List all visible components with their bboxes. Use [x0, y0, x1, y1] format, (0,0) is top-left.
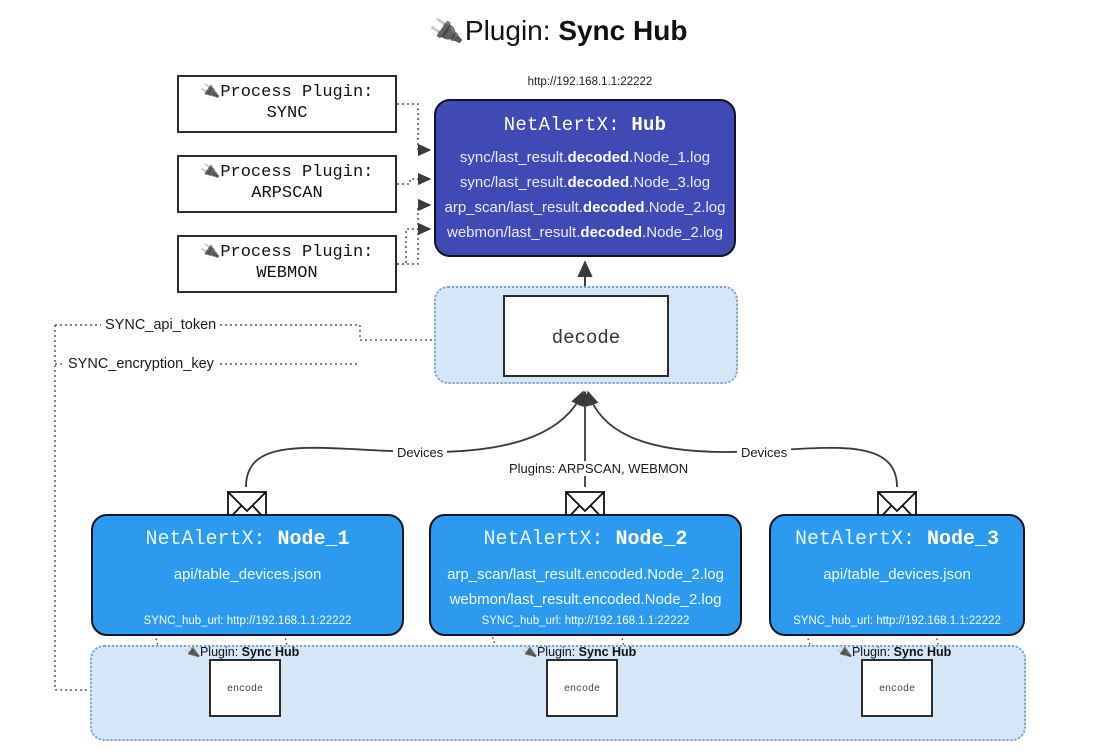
process-plugin-line1: 🔌Process Plugin: — [179, 82, 395, 102]
row-mid: decoded — [567, 149, 630, 166]
list-item: webmon/last_result.encoded.Node_2.log — [449, 591, 722, 608]
node-title-prefix: NetAlertX: — [794, 528, 927, 551]
row-post: .Node_2.log — [642, 224, 723, 241]
hub-title: NetAlertX: Hub — [436, 114, 734, 136]
sync-encryption-key-label: SYNC_encryption_key — [64, 356, 218, 372]
plug-icon: 🔌 — [199, 242, 221, 263]
node-title-name: Node_1 — [277, 528, 350, 551]
encode-caption-1: 🔌Plugin: Sync Hub — [183, 643, 300, 661]
caption-name: Sync Hub — [241, 645, 300, 659]
table-row: webmon/last_result.decoded.Node_2.log — [436, 220, 734, 245]
edge-label-devices-left: Devices — [393, 445, 448, 460]
plug-icon: 🔌 — [199, 82, 221, 103]
list-item: api/table_devices.json — [823, 566, 971, 583]
encode-box-3[interactable]: encode — [861, 659, 933, 717]
caption-name: Sync Hub — [578, 645, 637, 659]
process-plugin-line1: 🔌Process Plugin: — [179, 162, 395, 182]
process-plugin-line1: 🔌Process Plugin: — [179, 242, 395, 262]
row-pre: arp_scan/last_result. — [444, 199, 583, 216]
hub-title-prefix: NetAlertX: — [503, 114, 632, 136]
process-plugin-line2: SYNC — [266, 104, 308, 123]
node-3[interactable]: NetAlertX: Node_3 api/table_devices.json… — [769, 514, 1025, 636]
node-title-prefix: NetAlertX: — [145, 528, 278, 551]
plug-icon: 🔌 — [183, 643, 202, 661]
row-pre: sync/last_result. — [459, 149, 568, 166]
plug-icon: 🔌 — [427, 13, 465, 49]
node-footer: SYNC_hub_url: http://192.168.1.1:22222 — [481, 615, 690, 627]
hub-node[interactable]: NetAlertX: Hub sync/last_result.decoded.… — [434, 99, 736, 257]
row-post: .Node_3.log — [629, 174, 711, 191]
label: Process Plugin: — [220, 243, 374, 262]
caption-prefix: Plugin: — [199, 645, 242, 659]
sync-api-token-label: SYNC_api_token — [101, 317, 221, 333]
title-prefix: Plugin: — [464, 15, 559, 46]
encode-label: encode — [563, 684, 600, 695]
node-title-name: Node_3 — [927, 528, 1000, 551]
label: Process Plugin: — [220, 83, 374, 102]
edge-label-plugins: Plugins: ARPSCAN, WEBMON — [505, 461, 693, 476]
hub-rows: sync/last_result.decoded.Node_1.log sync… — [436, 145, 734, 245]
node-footer: SYNC_hub_url: http://192.168.1.1:22222 — [143, 615, 352, 627]
encode-box-1[interactable]: encode — [209, 659, 281, 717]
list-item: arp_scan/last_result.encoded.Node_2.log — [447, 566, 724, 583]
caption-name: Sync Hub — [893, 645, 952, 659]
encode-caption-3: 🔌Plugin: Sync Hub — [835, 643, 952, 661]
table-row: sync/last_result.decoded.Node_3.log — [436, 170, 734, 195]
process-plugin-arpscan[interactable]: 🔌Process Plugin: ARPSCAN — [177, 155, 397, 213]
row-mid: decoded — [567, 174, 630, 191]
list-item: api/table_devices.json — [173, 566, 322, 583]
encode-box-2[interactable]: encode — [546, 659, 618, 717]
node-lines: api/table_devices.json — [93, 562, 402, 587]
decode-label: decode — [551, 327, 621, 349]
row-pre: webmon/last_result. — [447, 224, 581, 241]
table-row: sync/last_result.decoded.Node_1.log — [436, 145, 734, 170]
title-name: Sync Hub — [558, 15, 688, 46]
node-lines: api/table_devices.json — [771, 562, 1023, 587]
node-2[interactable]: NetAlertX: Node_2 arp_scan/last_result.e… — [429, 514, 742, 636]
node-lines: arp_scan/last_result.encoded.Node_2.log … — [431, 562, 740, 612]
encode-label: encode — [226, 684, 263, 695]
node-title-name: Node_2 — [615, 528, 688, 551]
node-footer: SYNC_hub_url: http://192.168.1.1:22222 — [793, 615, 1001, 627]
edge-label-devices-right: Devices — [737, 445, 792, 460]
node-title-prefix: NetAlertX: — [483, 528, 616, 551]
plug-icon: 🔌 — [199, 162, 221, 183]
node-title: NetAlertX: Node_3 — [771, 528, 1023, 551]
row-post: .Node_1.log — [629, 149, 711, 166]
hub-url-label: http://192.168.1.1:22222 — [527, 76, 653, 88]
encode-label: encode — [878, 684, 915, 695]
page-title: 🔌Plugin: Sync Hub — [0, 13, 1117, 49]
process-plugin-webmon[interactable]: 🔌Process Plugin: WEBMON — [177, 235, 397, 293]
node-title: NetAlertX: Node_2 — [431, 528, 740, 551]
row-mid: decoded — [580, 224, 643, 241]
row-mid: decoded — [582, 199, 645, 216]
decode-box[interactable]: decode — [503, 295, 669, 377]
node-title: NetAlertX: Node_1 — [93, 528, 402, 551]
plug-icon: 🔌 — [520, 643, 539, 661]
plug-icon: 🔌 — [835, 643, 854, 661]
process-plugin-line2: WEBMON — [256, 264, 318, 283]
hub-title-name: Hub — [631, 114, 667, 136]
encode-caption-2: 🔌Plugin: Sync Hub — [520, 643, 637, 661]
table-row: arp_scan/last_result.decoded.Node_2.log — [436, 195, 734, 220]
row-pre: sync/last_result. — [459, 174, 568, 191]
process-plugin-line2: ARPSCAN — [251, 184, 323, 203]
process-plugin-sync[interactable]: 🔌Process Plugin: SYNC — [177, 75, 397, 133]
row-post: .Node_2.log — [644, 199, 726, 216]
node-1[interactable]: NetAlertX: Node_1 api/table_devices.json… — [91, 514, 404, 636]
caption-prefix: Plugin: — [536, 645, 579, 659]
caption-prefix: Plugin: — [851, 645, 894, 659]
label: Process Plugin: — [220, 163, 374, 182]
